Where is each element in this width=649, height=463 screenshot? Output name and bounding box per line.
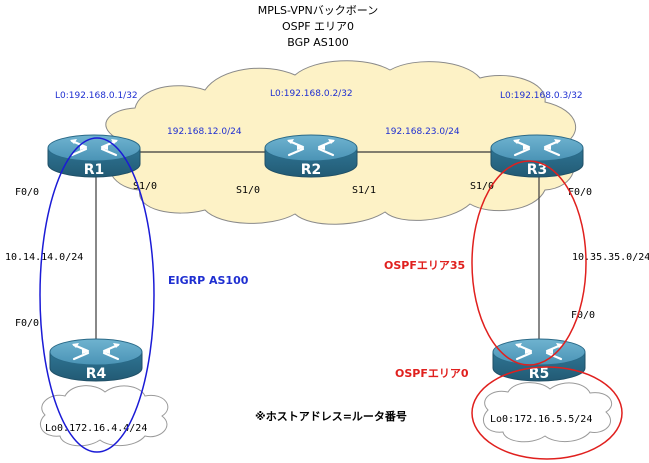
eigrp-area-ellipse (39, 137, 155, 453)
r1-label: R1 (84, 162, 105, 178)
r4-f0-0-label: F0/0 (15, 318, 39, 329)
title-line-1: MPLS-VPNバックボーン (258, 4, 378, 17)
r3-label: R3 (527, 162, 548, 178)
r2-loopback-label: L0:192.168.0.2/32 (270, 89, 353, 99)
ospf-area-0-ellipse (471, 366, 623, 460)
r3-f0-0-label: F0/0 (568, 187, 592, 198)
links (95, 151, 540, 342)
r1-r2-network-label: 192.168.12.0/24 (167, 127, 242, 137)
r3-s1-0-label: S1/0 (470, 181, 494, 192)
r2-label: R2 (301, 162, 322, 178)
ospf-area-0-label: OSPFエリア0 (395, 367, 469, 380)
r1-r4-network-label: 10.14.14.0/24 (5, 252, 83, 263)
r1-f0-0-label: F0/0 (15, 187, 39, 198)
r5-f0-0-label: F0/0 (571, 310, 595, 321)
r4-label: R4 (86, 366, 107, 382)
r4-loopback-cloud (40, 385, 169, 447)
r1-s1-0-label: S1/0 (133, 181, 157, 192)
title-line-3: BGP AS100 (287, 36, 349, 49)
title-line-2: OSPF エリア0 (282, 20, 354, 33)
r2-r3-network-label: 192.168.23.0/24 (385, 127, 460, 137)
r4-loopback-label: Lo0:172.16.4.4/24 (45, 423, 147, 434)
r2-s1-1-label: S1/1 (352, 185, 376, 196)
r3-loopback-label: L0:192.168.0.3/32 (500, 91, 583, 101)
r3-r5-network-label: 10.35.35.0/24 (572, 252, 649, 263)
eigrp-area-label: EIGRP AS100 (168, 274, 249, 287)
ospf-area-35-label: OSPFエリア35 (384, 259, 465, 272)
r2-s1-0-label: S1/0 (236, 185, 260, 196)
r5-loopback-label: Lo0:172.16.5.5/24 (490, 414, 592, 425)
r1-loopback-label: L0:192.168.0.1/32 (55, 91, 138, 101)
r5-loopback-cloud (483, 382, 612, 443)
ospf-area-35-ellipse (471, 160, 587, 366)
host-address-note: ※ホストアドレス=ルータ番号 (255, 409, 407, 423)
r5-label: R5 (529, 366, 550, 382)
